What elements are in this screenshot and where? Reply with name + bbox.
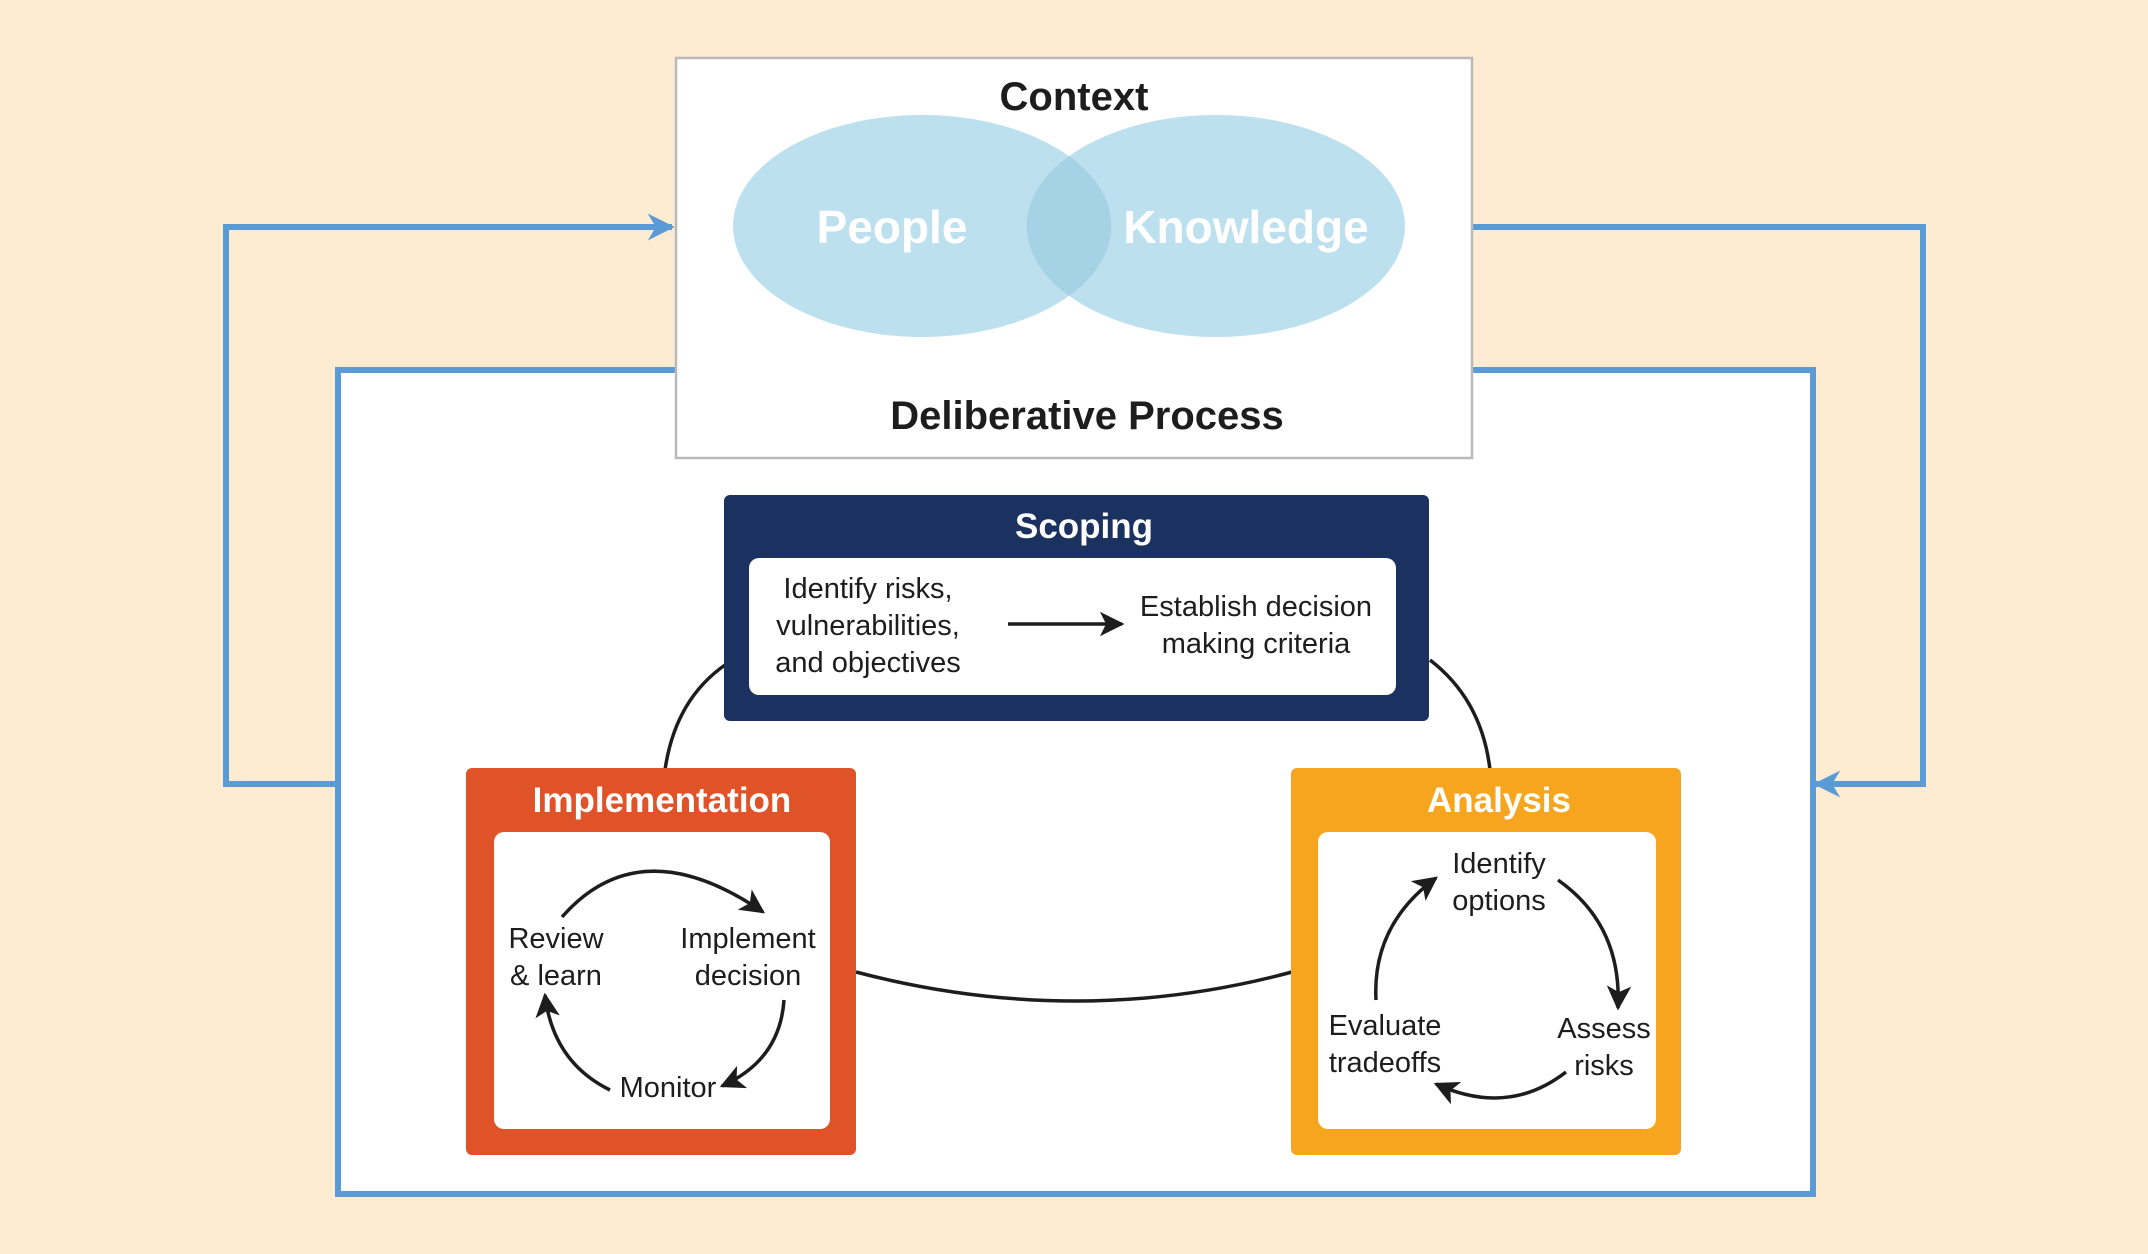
analysis-cycle-arrow-right [1556,878,1632,1011]
scoping-left-line-1: Identify risks, [783,573,952,605]
evaluate-tradeoffs-line-2: tradeoffs [1329,1047,1441,1079]
analysis-cycle-arrow-left [1374,876,1438,1001]
analysis-cycle-arrow-bottom [1433,1070,1568,1105]
evaluate-tradeoffs-line-1: Evaluate [1329,1010,1442,1042]
scoping-left-line-3: and objectives [775,647,960,679]
scoping-left-line-2: vulnerabilities, [776,610,960,642]
implementation-cycle-arrow-right [719,999,786,1089]
connector-scoping-implementation [663,663,727,771]
scoping-right-line-2: making criteria [1162,628,1351,660]
implementation-title: Implementation [533,781,792,820]
connector-implementation-analysis [855,970,1293,1003]
implement-decision-line-2: decision [695,960,801,992]
left-feedback-arrow [223,213,675,787]
deliberative-process-title: Deliberative Process [890,394,1284,438]
right-feedback-arrow [1472,224,1926,798]
scoping-inner-panel [749,558,1396,695]
monitor-label: Monitor [620,1072,717,1104]
people-circle [733,115,1111,337]
knowledge-circle [1027,115,1405,337]
assess-risks-line-1: Assess [1557,1013,1650,1045]
implementation-cycle-arrow-top [560,869,766,919]
scoping-right-line-1: Establish decision [1140,591,1372,623]
identify-options-line-2: options [1452,885,1546,917]
review-learn-line-1: Review [508,923,604,955]
people-label: People [817,201,968,253]
scoping-title: Scoping [1015,507,1153,546]
implement-decision-line-1: Implement [680,923,815,955]
identify-options-line-1: Identify [1452,848,1546,880]
analysis-inner-panel [1318,832,1656,1129]
review-learn-line-2: & learn [510,960,602,992]
context-title: Context [1000,75,1149,119]
assess-risks-line-2: risks [1574,1050,1634,1082]
analysis-title: Analysis [1427,781,1571,820]
venn-overlap [1026,156,1112,296]
connector-scoping-analysis [1428,658,1492,771]
knowledge-label: Knowledge [1123,201,1368,253]
implementation-cycle-arrow-left [535,992,611,1092]
